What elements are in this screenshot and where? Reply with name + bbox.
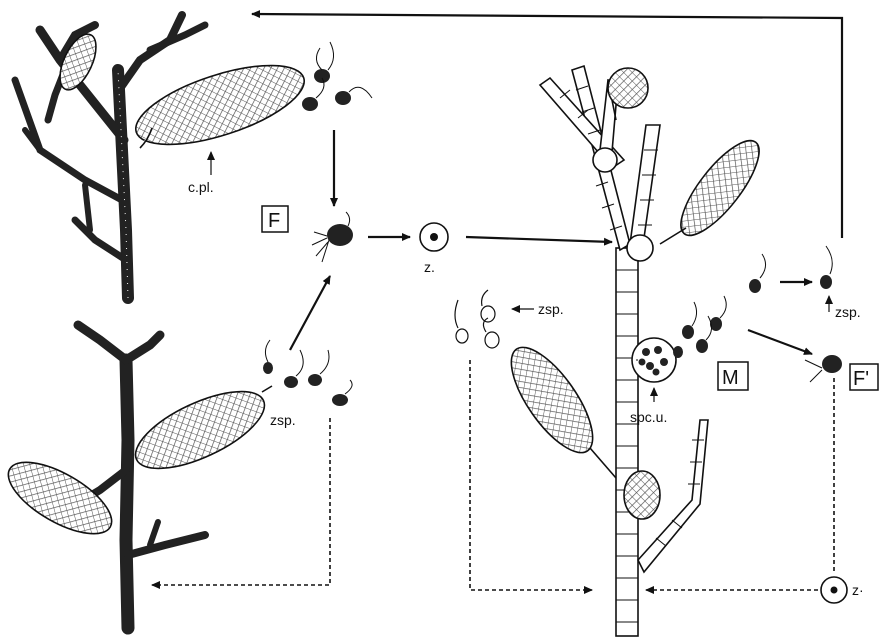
zoospores-left: [263, 340, 352, 406]
female-gamete-right: [805, 355, 842, 382]
label-F-prime: F': [853, 368, 869, 390]
unilocular-sporangium-M: [632, 338, 676, 382]
right-sporophyte: [497, 66, 772, 636]
label-z-center: z.: [424, 259, 435, 275]
label-c-pl: c.pl.: [188, 179, 214, 195]
label-F: F: [268, 210, 280, 232]
unilocular-sporangium-top: [608, 68, 648, 108]
label-zsp-middle: zsp.: [538, 301, 564, 317]
sporangium-bottom-right: [125, 376, 275, 484]
female-gamete: [312, 212, 353, 262]
top-left-plant: [15, 15, 313, 298]
arrow-spores-to-F-prime: [748, 330, 812, 354]
zoospores-empty-middle: [455, 290, 499, 348]
sporangium-bottom-left: [0, 448, 122, 548]
label-M: M: [722, 367, 739, 389]
arrow-zsp-left-to-F: [290, 276, 330, 350]
arrow-zygote-to-sporophyte: [466, 237, 612, 242]
plurilocular-sporangium-left: [497, 335, 607, 464]
zoospores-M: [673, 296, 726, 358]
plurilocular-sporangium: [127, 49, 313, 160]
label-zsp-right: zsp.: [835, 304, 861, 320]
bottom-left-plant: [0, 325, 275, 628]
label-zsp-left: zsp.: [270, 412, 296, 428]
zoospores-right: [749, 246, 832, 293]
arrow-return-top: [252, 14, 842, 238]
zoospores-top: [302, 42, 372, 111]
label-spc-u: spc.u.: [630, 409, 667, 425]
label-z-right: z·: [852, 582, 864, 598]
unilocular-sporangium-lower: [624, 471, 660, 519]
